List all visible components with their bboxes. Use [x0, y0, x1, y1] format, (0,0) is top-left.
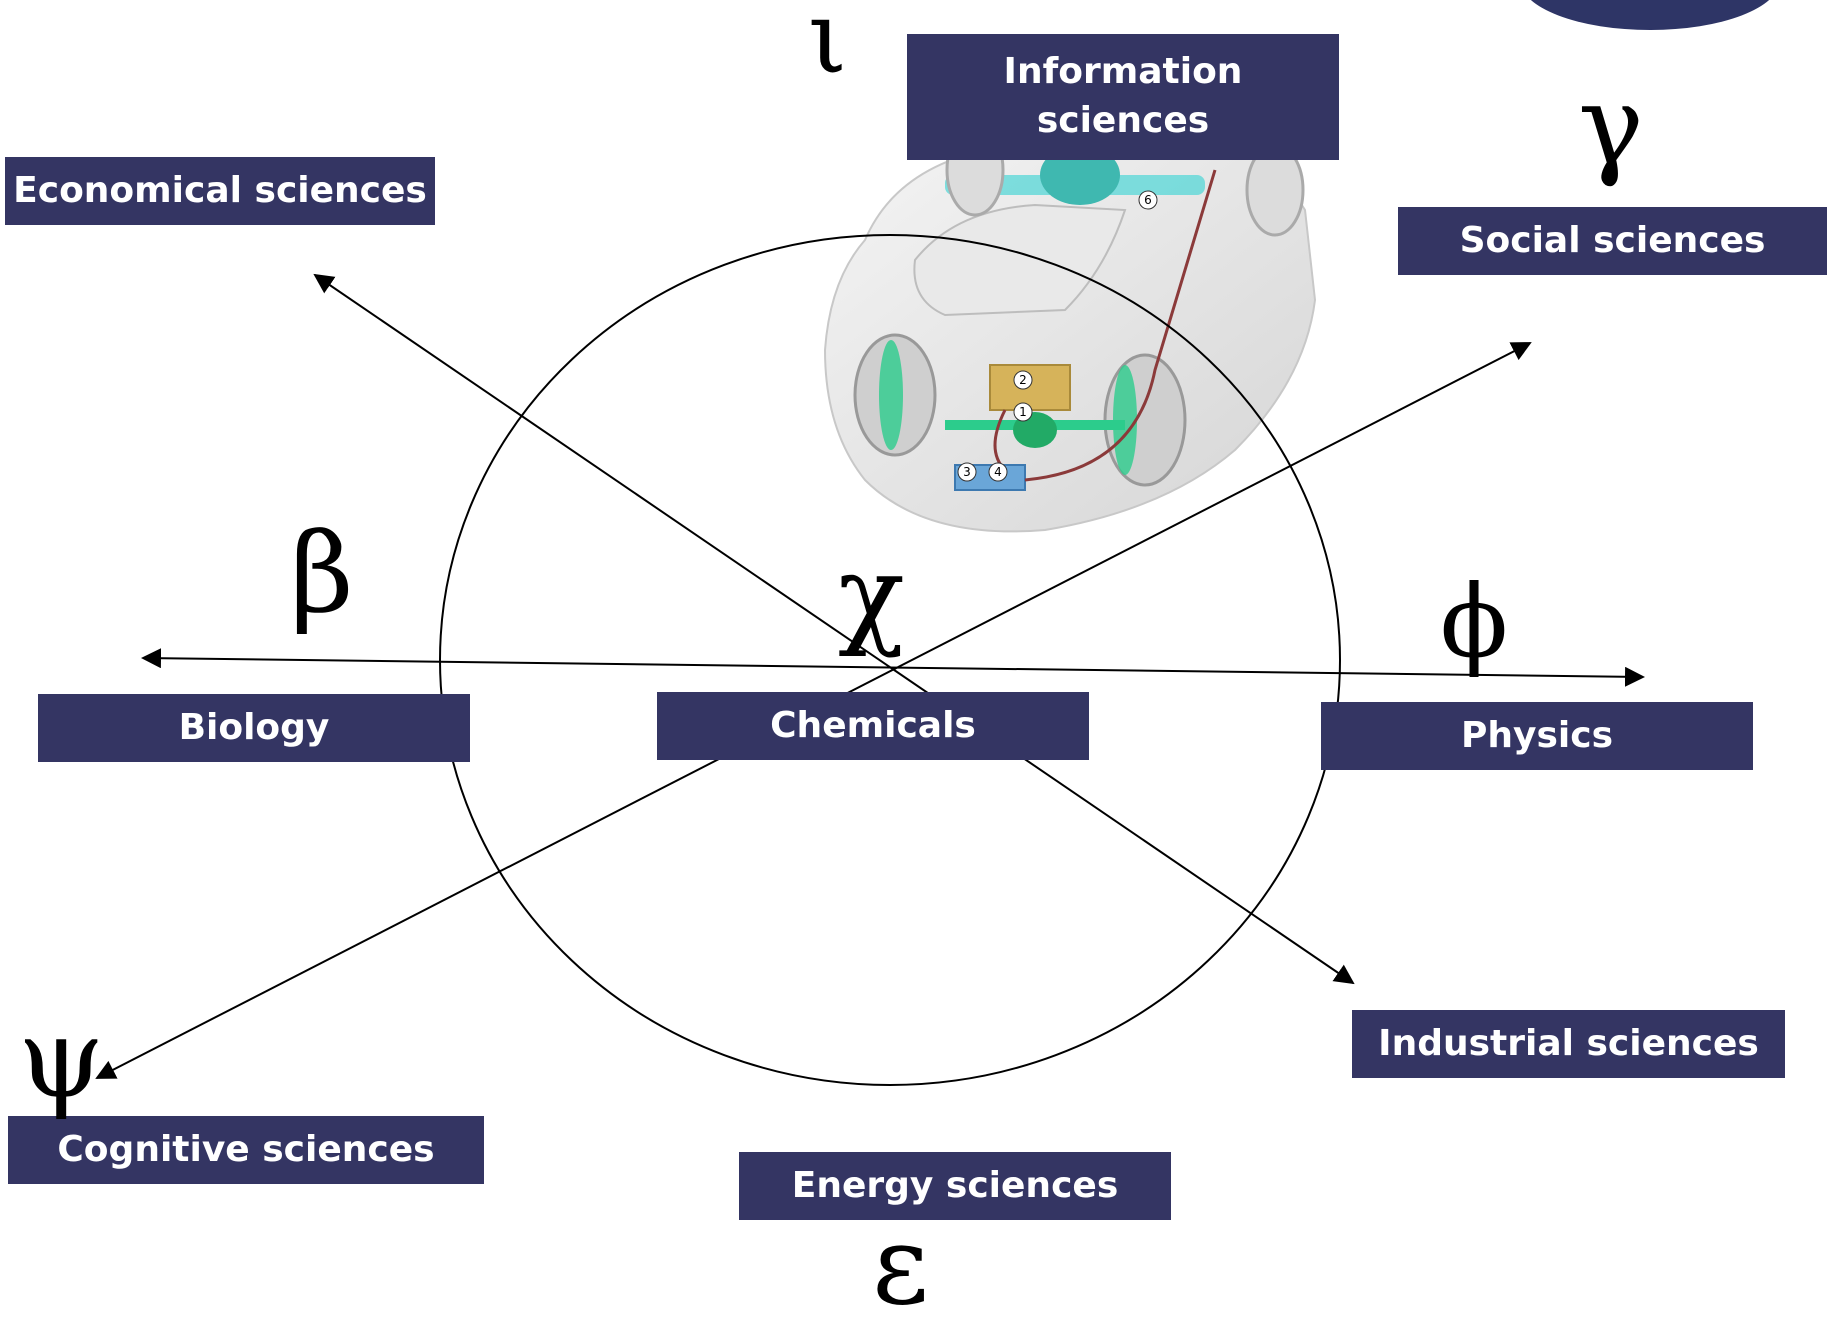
information-sciences-text: Information sciences — [1003, 51, 1243, 141]
chi-symbol: χ — [838, 531, 905, 659]
social-sciences-text: Social sciences — [1459, 219, 1766, 261]
economical-sciences-text: Economical sciences — [13, 169, 427, 211]
epsilon-symbol: ε — [872, 1201, 929, 1329]
economical-sciences-label: Economical sciences — [5, 157, 435, 225]
arrow-biology-physics — [141, 648, 1645, 687]
physics-text: Physics — [1460, 714, 1613, 756]
chemicals-label: Chemicals — [657, 692, 1089, 760]
biology-text: Biology — [178, 706, 330, 748]
energy-sciences-label: Energy sciences — [739, 1152, 1171, 1220]
decorative-corner-shape — [1530, 0, 1770, 30]
arrow-economical-industrial — [313, 273, 1355, 985]
industrial-sciences-label: Industrial sciences — [1352, 1010, 1785, 1078]
callout-6: 6 — [1144, 193, 1152, 207]
physics-label: Physics — [1321, 702, 1753, 770]
beta-symbol: β — [290, 509, 354, 637]
biology-label: Biology — [38, 694, 470, 762]
information-sciences-label: Information sciences — [907, 34, 1339, 160]
iota-symbol: ι — [808, 0, 848, 96]
cognitive-sciences-label: Cognitive sciences — [8, 1116, 484, 1184]
cognitive-sciences-text: Cognitive sciences — [57, 1128, 435, 1170]
psi-symbol: ψ — [18, 994, 105, 1122]
energy-sciences-text: Energy sciences — [791, 1164, 1119, 1206]
social-sciences-label: Social sciences — [1398, 207, 1827, 275]
phi-symbol: ϕ — [1440, 563, 1509, 680]
chemicals-text: Chemicals — [770, 704, 976, 746]
gamma-symbol: γ — [1578, 61, 1644, 189]
central-circle — [439, 234, 1341, 1086]
industrial-sciences-text: Industrial sciences — [1378, 1022, 1759, 1064]
